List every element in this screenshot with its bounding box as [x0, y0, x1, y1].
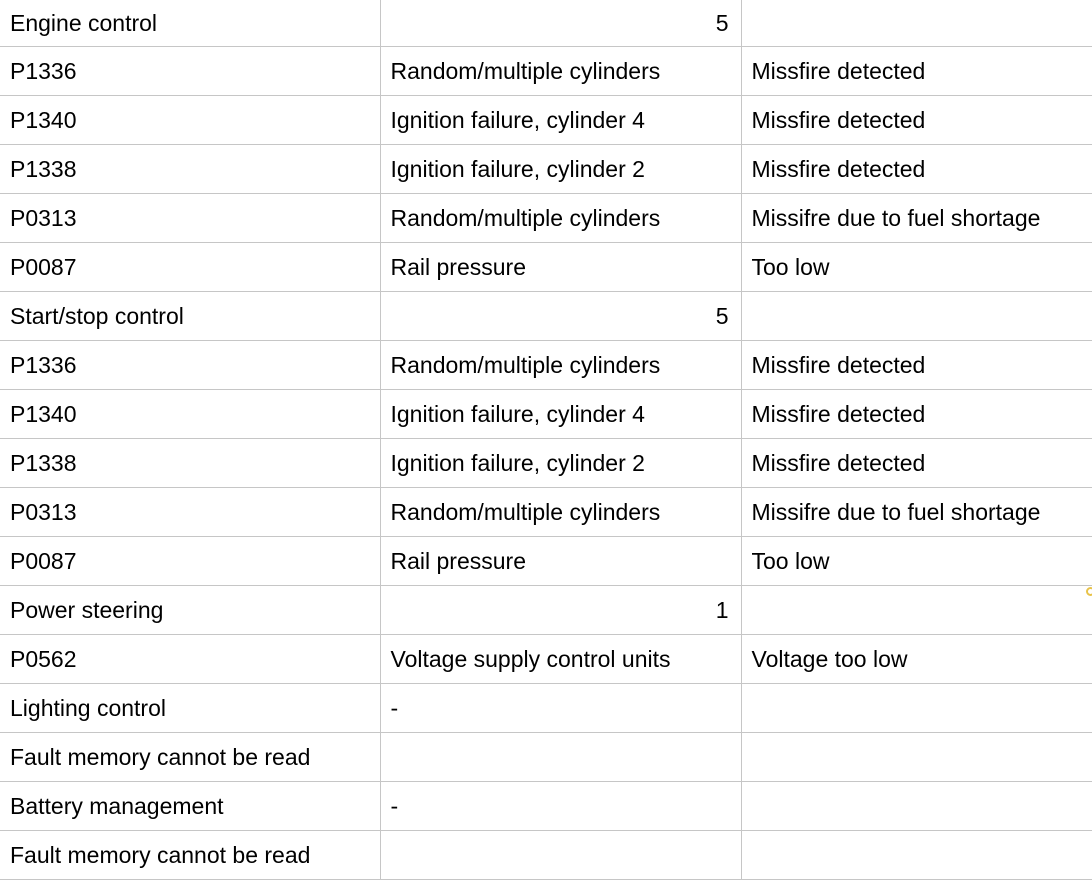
table-row: Battery management-	[0, 781, 1092, 831]
cell-description[interactable]: Ignition failure, cylinder 4	[380, 389, 742, 439]
cell-module-or-code[interactable]: P1340	[0, 389, 381, 439]
cell-description[interactable]: Ignition failure, cylinder 2	[380, 438, 742, 488]
cell-status[interactable]: Missfire detected	[741, 95, 1092, 145]
cell-status[interactable]: Missfire detected	[741, 144, 1092, 194]
cell-status[interactable]	[741, 291, 1092, 341]
cell-description[interactable]: Random/multiple cylinders	[380, 340, 742, 390]
table-row: Fault memory cannot be read	[0, 732, 1092, 782]
cell-description[interactable]	[380, 732, 742, 782]
cell-description[interactable]: Rail pressure	[380, 536, 742, 586]
cell-description[interactable]	[380, 830, 742, 880]
cell-description[interactable]: Random/multiple cylinders	[380, 193, 742, 243]
cell-description[interactable]: Random/multiple cylinders	[380, 46, 742, 96]
cell-module-or-code[interactable]: Battery management	[0, 781, 381, 831]
cell-status[interactable]	[741, 781, 1092, 831]
cell-description[interactable]: -	[380, 683, 742, 733]
selection-handle[interactable]	[1086, 587, 1092, 596]
cell-module-or-code[interactable]: Lighting control	[0, 683, 381, 733]
cell-status[interactable]: Missifre due to fuel shortage	[741, 193, 1092, 243]
cell-status[interactable]: Missfire detected	[741, 46, 1092, 96]
cell-status[interactable]	[741, 732, 1092, 782]
cell-module-or-code[interactable]: Fault memory cannot be read	[0, 830, 381, 880]
cell-status[interactable]: Too low	[741, 242, 1092, 292]
cell-module-or-code[interactable]: P0313	[0, 487, 381, 537]
cell-module-or-code[interactable]: Fault memory cannot be read	[0, 732, 381, 782]
cell-description[interactable]: Ignition failure, cylinder 2	[380, 144, 742, 194]
cell-module-or-code[interactable]: P1336	[0, 340, 381, 390]
cell-module-or-code[interactable]: P0087	[0, 536, 381, 586]
cell-description[interactable]: -	[380, 781, 742, 831]
cell-description[interactable]: Ignition failure, cylinder 4	[380, 95, 742, 145]
cell-description[interactable]: Rail pressure	[380, 242, 742, 292]
cell-module-or-code[interactable]: P0087	[0, 242, 381, 292]
cell-module-or-code[interactable]: Power steering	[0, 585, 381, 635]
cell-status[interactable]	[741, 830, 1092, 880]
cell-status[interactable]: Missfire detected	[741, 438, 1092, 488]
cell-module-or-code[interactable]: Start/stop control	[0, 291, 381, 341]
cell-status[interactable]	[741, 683, 1092, 733]
table-row: Fault memory cannot be read	[0, 830, 1092, 880]
cell-status[interactable]: Voltage too low	[741, 634, 1092, 684]
cell-status[interactable]: Missfire detected	[741, 389, 1092, 439]
cell-description[interactable]: Random/multiple cylinders	[380, 487, 742, 537]
cell-module-or-code[interactable]: P0562	[0, 634, 381, 684]
cell-fault-count[interactable]: 5	[380, 0, 742, 47]
cell-fault-count[interactable]: 1	[380, 585, 742, 635]
cell-description[interactable]: Voltage supply control units	[380, 634, 742, 684]
cell-module-or-code[interactable]: P1338	[0, 438, 381, 488]
cell-status[interactable]: Missifre due to fuel shortage	[741, 487, 1092, 537]
cell-module-or-code[interactable]: P1336	[0, 46, 381, 96]
table-row: Lighting control-	[0, 683, 1092, 733]
cell-fault-count[interactable]: 5	[380, 291, 742, 341]
cell-status[interactable]: Too low	[741, 536, 1092, 586]
cell-status[interactable]	[741, 0, 1092, 47]
cell-module-or-code[interactable]: P0313	[0, 193, 381, 243]
cell-status[interactable]: Missfire detected	[741, 340, 1092, 390]
cell-module-or-code[interactable]: P1340	[0, 95, 381, 145]
cell-module-or-code[interactable]: Engine control	[0, 0, 381, 47]
cell-module-or-code[interactable]: P1338	[0, 144, 381, 194]
cell-status[interactable]	[741, 585, 1092, 635]
